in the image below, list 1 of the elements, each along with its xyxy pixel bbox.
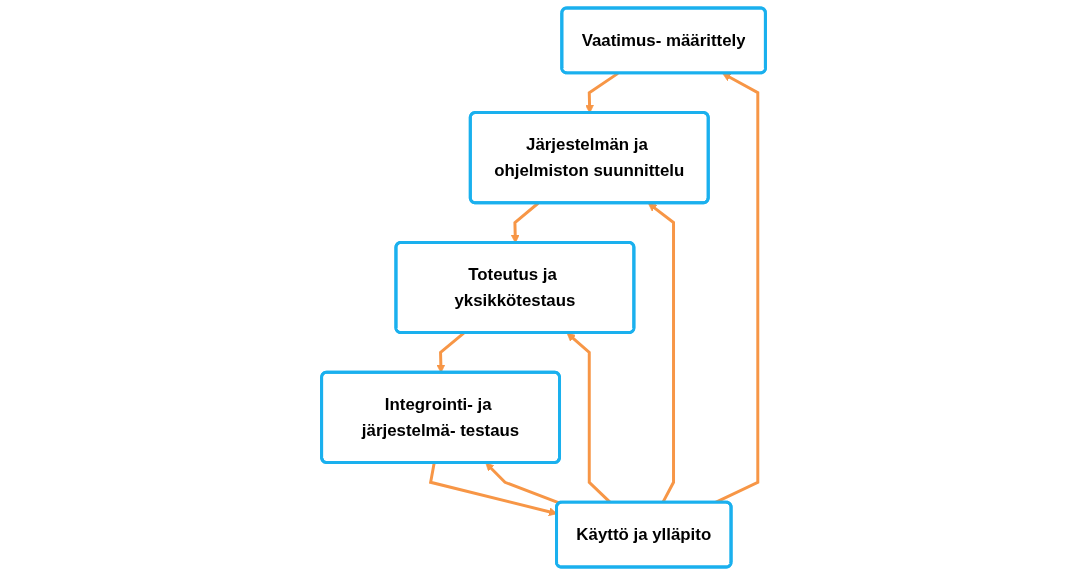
arrow	[485, 462, 561, 505]
